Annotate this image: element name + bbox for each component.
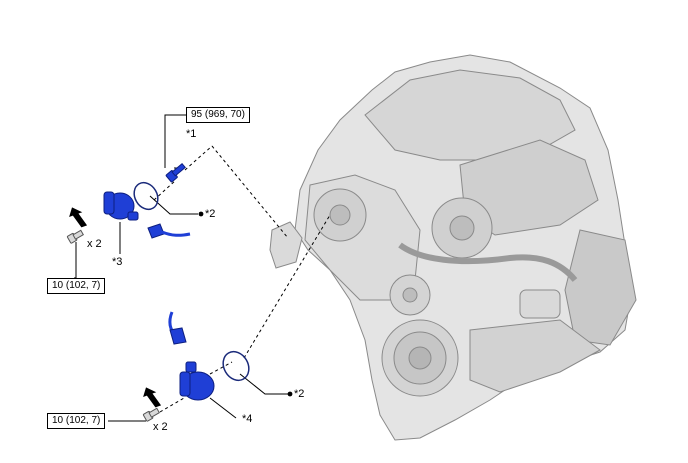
dash-bolt-to-engine <box>184 145 213 171</box>
dash-lower-bolt <box>159 397 185 413</box>
o-ring-lower <box>222 350 250 382</box>
mounting-bracket <box>269 221 303 269</box>
quantity-label-lower: x 2 <box>153 421 168 433</box>
ref-label-1: *1 <box>186 128 197 140</box>
ref-label-4: *4 <box>242 413 253 425</box>
dash-lower-part-to-seal <box>209 361 233 375</box>
torque-callout-top: 95 (969, 70) <box>186 107 250 123</box>
blue-parts <box>103 162 215 401</box>
camshaft-sprocket-right-hub <box>449 215 475 241</box>
ref-label-2-lower: *2 <box>294 388 305 400</box>
quantity-label-upper: x 2 <box>87 238 102 250</box>
torque-callout-left-lower: 10 (102, 7) <box>47 413 106 429</box>
upper-sensor-connector <box>127 211 139 221</box>
bullet-dot-upper <box>198 211 204 217</box>
ref-label-3: *3 <box>112 256 123 268</box>
leader-torque-top <box>164 114 186 168</box>
dash-upper-to-engine <box>211 145 289 239</box>
bolt-ref1 <box>165 162 186 183</box>
oil-pan <box>469 319 601 393</box>
leader-ref4 <box>209 397 237 419</box>
intake-manifold <box>364 69 576 161</box>
upper-harness-wire <box>161 230 191 237</box>
upper-sensor-flange <box>103 191 115 215</box>
exhaust-manifold <box>564 229 637 346</box>
dashed-leaders <box>153 145 331 413</box>
idler-pulley-hub <box>402 287 418 303</box>
ref-label-2-upper: *2 <box>205 208 216 220</box>
engine-assembly <box>269 54 637 441</box>
coolant-pipe <box>398 242 578 282</box>
dash-upper-part-to-bolt <box>153 179 177 201</box>
upper-harness-connector <box>147 223 165 239</box>
bullet-dot-lower <box>287 391 293 397</box>
crankshaft-pulley-hub <box>408 346 432 370</box>
leader-ref2-lower <box>239 373 288 395</box>
arrow-icon-upper <box>69 207 88 228</box>
o-ring-upper <box>133 181 159 211</box>
torque-callout-left-upper: 10 (102, 7) <box>47 278 106 294</box>
bolt-lower-left <box>142 407 160 422</box>
alternator <box>519 289 561 319</box>
leader-torque-left-upper <box>74 242 77 279</box>
camshaft-sprocket-left-hub <box>329 204 351 226</box>
lower-sensor-flange <box>179 371 191 397</box>
bolt-upper-left <box>66 229 84 244</box>
lower-sensor-connector <box>185 361 197 373</box>
arrow-icon-lower <box>143 387 162 408</box>
lower-harness-connector <box>169 327 187 345</box>
dash-lower-to-engine <box>243 214 331 359</box>
